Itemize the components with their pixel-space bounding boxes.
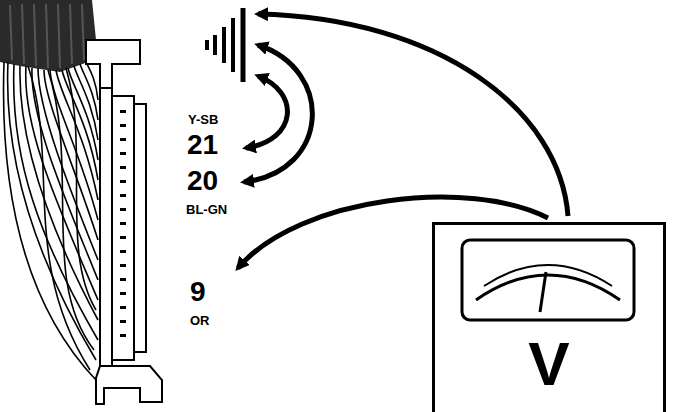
pin-number: 21 [187,131,218,159]
connector [86,40,162,404]
test-arrows [238,14,568,268]
meter-symbol: V [435,333,663,395]
wire-color: OR [190,314,210,327]
ground-symbol [207,8,243,82]
pin-number: 9 [190,278,206,306]
pin-number: 20 [187,167,218,195]
wire-color: BL-GN [186,203,227,216]
wire-color: Y-SB [188,113,218,126]
meter-dial [462,240,634,320]
voltmeter: V [432,222,666,412]
harness [0,0,98,380]
